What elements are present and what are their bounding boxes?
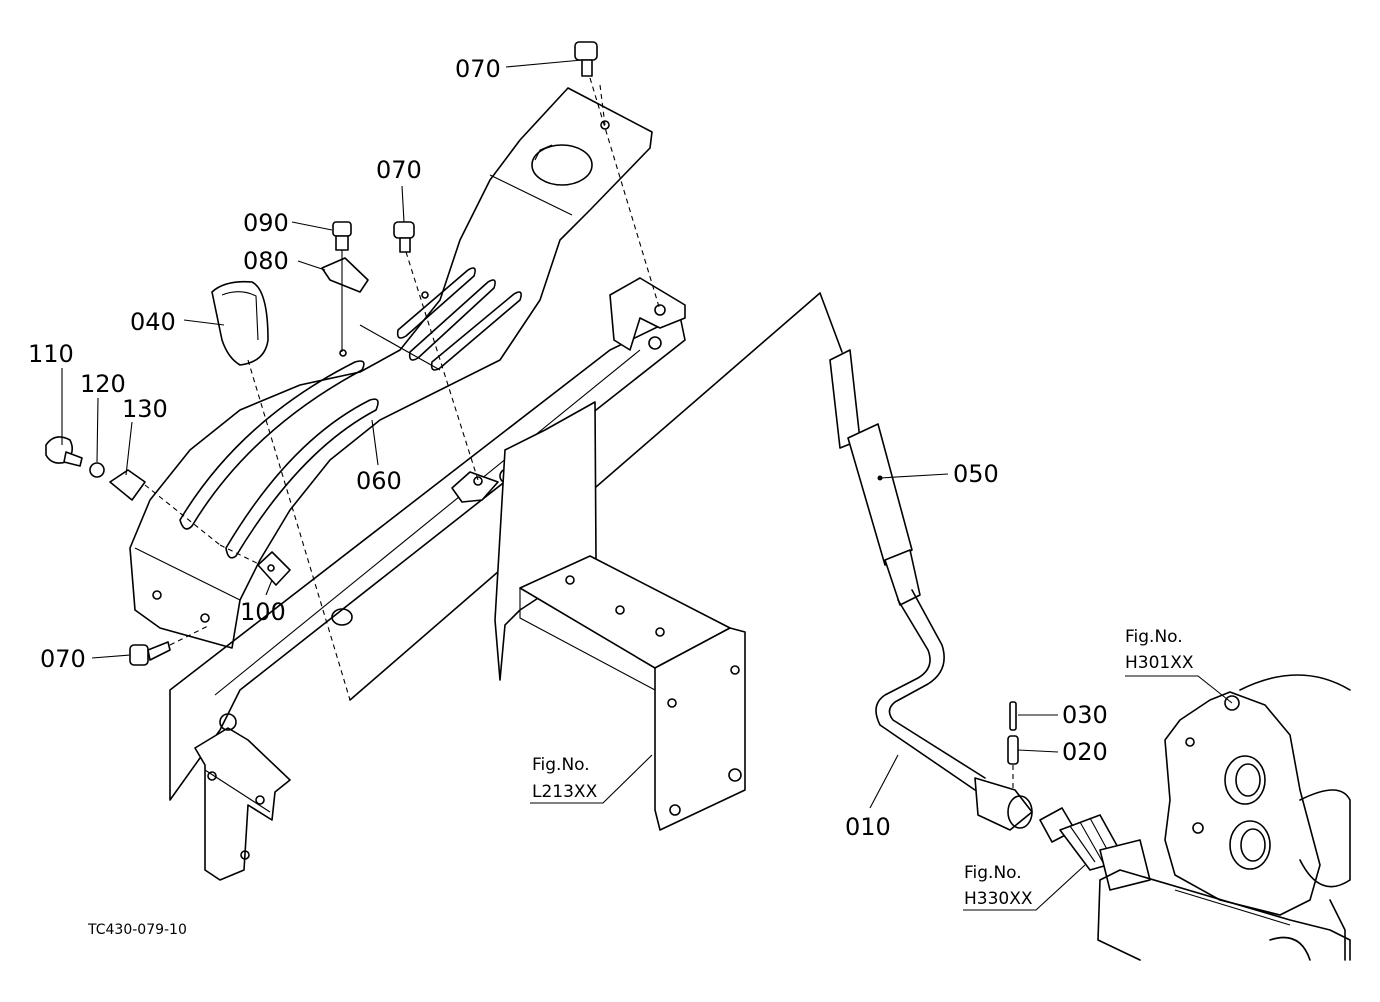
label-110: 110 [28, 340, 74, 368]
bolt-070-left [129, 641, 171, 666]
label-080: 080 [243, 247, 289, 275]
hydraulic-block [1097, 674, 1351, 961]
figref-l213-line2: L213XX [532, 782, 598, 802]
bolt-070-top [574, 41, 598, 77]
figref-h301-line1: Fig.No. [1125, 627, 1183, 647]
label-050: 050 [953, 460, 999, 488]
lever-assembly [829, 349, 1033, 831]
bolt-070-mid [393, 221, 415, 253]
panel-060 [129, 87, 653, 649]
bolt-090 [332, 221, 352, 251]
frame-rail [169, 277, 843, 881]
label-070-mid: 070 [376, 156, 422, 184]
label-120: 120 [80, 370, 126, 398]
knob-110 [45, 436, 83, 467]
label-070-left: 070 [40, 645, 86, 673]
washer-120 [89, 462, 105, 478]
grip-040 [211, 280, 269, 366]
clip-080 [321, 257, 369, 293]
nut-130 [109, 469, 146, 501]
valve-fitting [1039, 807, 1151, 891]
figref-h330-line2: H330XX [964, 889, 1033, 909]
figref-l213-line1: Fig.No. [532, 755, 590, 775]
label-010: 010 [845, 813, 891, 841]
label-060: 060 [356, 467, 402, 495]
figref-h301-line2: H301XX [1125, 653, 1194, 673]
label-070-top: 070 [455, 55, 501, 83]
label-030: 030 [1062, 701, 1108, 729]
support-stand [494, 401, 746, 831]
label-090: 090 [243, 209, 289, 237]
label-040: 040 [130, 308, 176, 336]
label-130: 130 [122, 395, 168, 423]
drawing-code: TC430-079-10 [87, 922, 187, 938]
label-020: 020 [1062, 738, 1108, 766]
pins-020-030 [1007, 701, 1019, 790]
figref-h330-line1: Fig.No. [964, 863, 1022, 883]
label-100: 100 [240, 598, 286, 626]
